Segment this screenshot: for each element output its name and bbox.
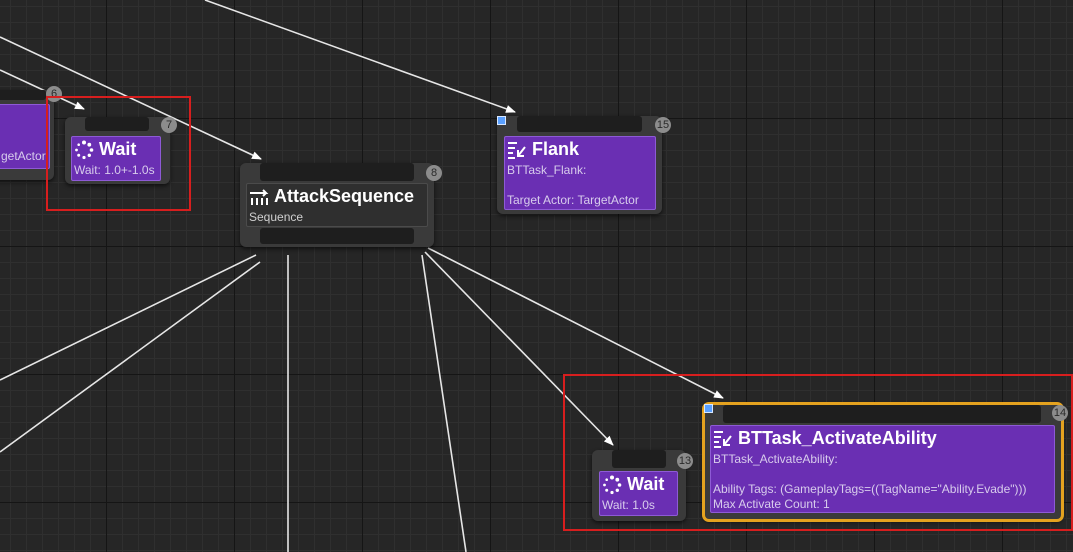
execution-index-badge: 8 — [426, 165, 442, 181]
task-body: BTTask_ActivateAbility BTTask_ActivateAb… — [710, 425, 1055, 513]
node-title: AttackSequence — [274, 186, 415, 206]
max-activate-count-property: Max Activate Count: 1 — [713, 497, 830, 511]
task-body: Flank BTTask_Flank: Target Actor: Target… — [504, 136, 656, 210]
execution-index-badge: 14 — [1052, 405, 1068, 421]
wire-to-wait-1 — [0, 69, 85, 110]
input-pin[interactable] — [723, 405, 1041, 423]
input-pin[interactable] — [612, 450, 666, 468]
execution-index-badge: 6 — [46, 86, 62, 102]
blueprint-task-marker — [704, 404, 713, 413]
wire-sequence-to-left-lower — [0, 261, 261, 453]
wire-sequence-to-activate-ability — [427, 247, 724, 399]
input-pin[interactable] — [260, 163, 414, 181]
node-title: Wait — [627, 474, 665, 494]
task-icon — [508, 141, 526, 159]
wait-duration: Wait: 1.0+-1.0s — [74, 163, 155, 177]
execution-index-badge: 13 — [677, 453, 693, 469]
task-body: getActor — [0, 104, 50, 169]
selection-outline — [702, 402, 1064, 522]
wait-body: Wait Wait: 1.0s — [599, 471, 678, 516]
wait-body: Wait Wait: 1.0+-1.0s — [71, 136, 161, 181]
composite-type: Sequence — [249, 210, 304, 224]
execution-index-badge: 15 — [655, 117, 671, 133]
activate-ability-task-node[interactable]: BTTask_ActivateAbility BTTask_ActivateAb… — [703, 403, 1062, 520]
input-pin[interactable] — [85, 117, 149, 131]
ability-tags-property: Ability Tags: (GameplayTags=((TagName="A… — [713, 482, 1027, 496]
node-title: Wait — [99, 139, 137, 159]
wait-spinner-icon — [75, 140, 94, 159]
task-description: getActor — [1, 149, 46, 163]
sequence-body: AttackSequence Sequence — [246, 183, 428, 227]
flank-task-node[interactable]: Flank BTTask_Flank: Target Actor: Target… — [497, 116, 662, 214]
output-pin[interactable] — [260, 228, 414, 244]
input-pin[interactable] — [517, 116, 642, 132]
wait-spinner-icon — [603, 475, 622, 494]
highlight-box-wait — [46, 96, 191, 211]
wire-sequence-to-wait-2 — [424, 251, 614, 446]
wire-sequence-to-left — [0, 254, 257, 381]
task-class-name: BTTask_Flank: — [507, 163, 587, 177]
wire-sequence-down-right — [421, 254, 467, 552]
target-actor-property: Target Actor: TargetActor — [507, 193, 639, 207]
attack-sequence-node[interactable]: AttackSequence Sequence — [240, 163, 434, 247]
highlight-box-activate-ability — [563, 374, 1073, 531]
wire-to-flank — [204, 0, 516, 113]
task-class-name: BTTask_ActivateAbility: — [713, 452, 838, 466]
input-pin[interactable] — [0, 90, 46, 100]
task-icon — [714, 430, 732, 448]
left-partial-task-node[interactable]: getActor — [0, 90, 54, 180]
wait-node-2[interactable]: Wait Wait: 1.0s — [592, 450, 686, 521]
sequence-icon — [250, 188, 269, 205]
node-title: Flank — [532, 139, 580, 159]
wait-node-1[interactable]: Wait Wait: 1.0+-1.0s — [65, 117, 170, 184]
blueprint-task-marker — [497, 116, 506, 125]
wire-to-attack-sequence — [0, 36, 262, 160]
execution-index-badge: 7 — [161, 117, 177, 133]
wait-duration: Wait: 1.0s — [602, 498, 655, 512]
node-title: BTTask_ActivateAbility — [738, 428, 937, 448]
